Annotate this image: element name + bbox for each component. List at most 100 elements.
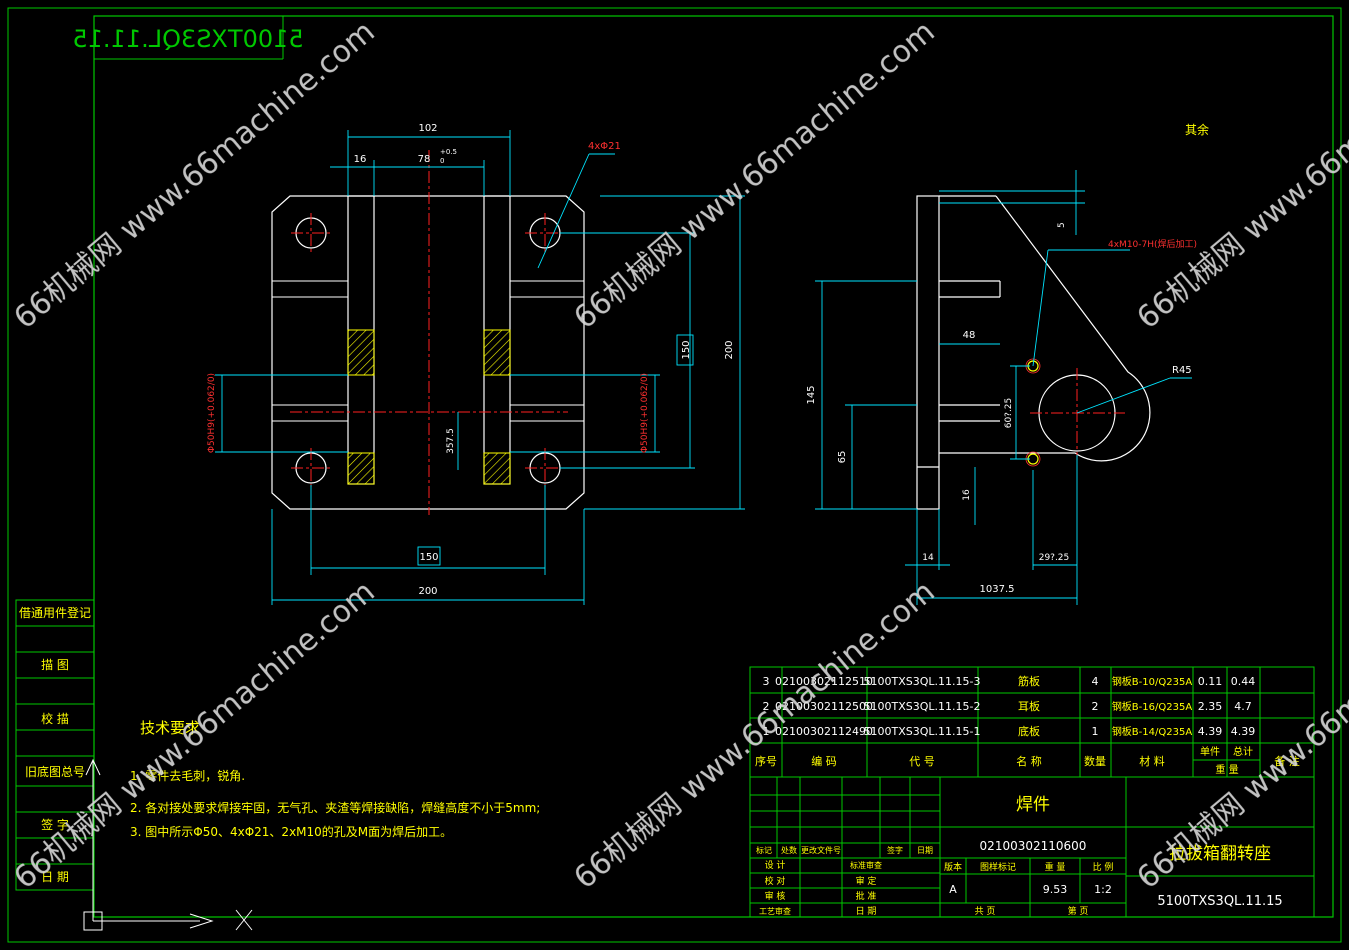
stage-label-3: 比 例: [1093, 861, 1114, 873]
side-dim-65: 65: [837, 451, 848, 464]
stage-label-2: 重 量: [1045, 861, 1066, 873]
title-block: [749, 776, 1315, 918]
svg-text:钢板B-16/Q235A: 钢板B-16/Q235A: [1112, 700, 1193, 713]
dim-bore-left: Φ50H9(+0.062/0): [207, 373, 217, 453]
side-dim-145: 145: [806, 385, 817, 404]
sheet-border: [7, 7, 1342, 943]
svg-text:0.11: 0.11: [1198, 675, 1223, 688]
scale-value: 1:2: [1094, 883, 1112, 896]
sheet-no: 第 页: [1068, 905, 1089, 917]
svg-text:1: 1: [763, 725, 770, 738]
rev-label-2: 更改文件号: [801, 845, 841, 855]
part-name: 拉拔箱翻转座: [1169, 844, 1271, 864]
role2-label-1: 审 定: [856, 875, 877, 887]
svg-text:筋板: 筋板: [1018, 674, 1040, 688]
svg-text:5100TXS3QL.11.15-1: 5100TXS3QL.11.15-1: [864, 725, 981, 738]
mirrored-code: 5100TXS3QL.11.15: [72, 25, 303, 53]
svg-text:材 料: 材 料: [1139, 754, 1165, 768]
watermark-1: 66机械网 www.66machine.com: [8, 14, 382, 336]
svg-text:5100TXS3QL.11.15-2: 5100TXS3QL.11.15-2: [864, 700, 981, 713]
dim-102: 102: [418, 123, 437, 134]
svg-text:钢板B-10/Q235A: 钢板B-10/Q235A: [1112, 675, 1193, 688]
rev-label-0: 标记: [756, 845, 772, 855]
role-label-1: 校 对: [765, 875, 786, 887]
stage-label-0: 版本: [944, 861, 962, 873]
rev-label-4: 日期: [917, 846, 933, 855]
ucs-icon: [83, 758, 253, 931]
stage-value: A: [949, 883, 957, 896]
side-dim-29725: 29?.25: [1039, 553, 1070, 563]
svg-text:0.44: 0.44: [1231, 675, 1256, 688]
svg-text:编 码: 编 码: [811, 754, 837, 768]
svg-text:序号: 序号: [755, 754, 777, 768]
rev-label-3: 签字: [887, 845, 903, 855]
side-dim-r45: R45: [1172, 365, 1192, 376]
svg-text:总计: 总计: [1233, 745, 1253, 758]
svg-text:备 注: 备 注: [1274, 754, 1300, 768]
dim-bore-right: Φ50H9(+0.062/0): [640, 373, 650, 453]
svg-text:名 称: 名 称: [1016, 754, 1042, 768]
role2-label-2: 批 准: [856, 890, 877, 902]
svg-text:钢板B-14/Q235A: 钢板B-14/Q235A: [1112, 725, 1193, 738]
sheet-total: 共 页: [975, 906, 996, 917]
left-col-5: 日 期: [41, 870, 69, 884]
bom-rows: 3 02100302112510 5100TXS3QL.11.15-3 筋板 4…: [755, 674, 1300, 776]
side-dim-14: 14: [922, 553, 934, 563]
dim-78-tol: +0.5: [440, 148, 457, 156]
dim-200v: 200: [724, 340, 735, 359]
dim-150h: 150: [419, 552, 438, 563]
side-dim-text: 5 4xM10-7H(焊后加工) 48 145 65 60?.25 16 R45…: [806, 222, 1197, 595]
title-block-text: 焊件 02100302110600 拉拔箱翻转座 5100TXS3QL.11.1…: [756, 795, 1283, 917]
part-code: 02100302110600: [980, 839, 1087, 853]
svg-text:2: 2: [763, 700, 770, 713]
left-col-0: 借通用件登记: [19, 605, 91, 620]
svg-text:2.35: 2.35: [1198, 700, 1223, 713]
front-dim-text: 102 16 78 +0.5 0 4xΦ21 150 200 Φ50H9(+0.…: [207, 123, 735, 597]
svg-text:4: 4: [1092, 675, 1099, 688]
dim-150v: 150: [681, 340, 692, 359]
left-col-4: 签 字: [41, 817, 69, 832]
svg-text:4.7: 4.7: [1234, 700, 1252, 713]
side-center-lines: [1030, 368, 1125, 460]
watermark-3: 66机械网 www.66machine.com: [1131, 14, 1349, 336]
remaining-roughness: 其余: [1185, 122, 1209, 137]
svg-text:数量: 数量: [1084, 755, 1106, 768]
technical-requirements: 技术要求 1. 零件去毛刺，锐角. 2. 各对接处要求焊接牢固，无气孔、夹渣等焊…: [130, 719, 540, 839]
role2-label-3: 日 期: [856, 906, 877, 917]
svg-text:1: 1: [1092, 725, 1099, 738]
left-register-column: 借通用件登记 描 图 校 描 旧底图总号 签 字 日 期: [15, 599, 95, 891]
weight-value: 9.53: [1043, 883, 1068, 896]
dim-hole: 4xΦ21: [588, 141, 621, 152]
svg-text:02100302112490: 02100302112490: [775, 725, 873, 738]
role-label-3: 工艺审查: [759, 906, 791, 916]
svg-text:底板: 底板: [1018, 724, 1040, 738]
tech-item-0: 1. 零件去毛刺，锐角.: [130, 769, 245, 783]
side-dim-60725: 60?.25: [1004, 398, 1014, 429]
tech-title: 技术要求: [140, 719, 200, 737]
role-label-2: 审 核: [765, 890, 786, 902]
svg-text:4.39: 4.39: [1198, 725, 1223, 738]
front-view-dimensions: [215, 130, 745, 605]
front-view: [271, 150, 585, 515]
svg-text:2: 2: [1092, 700, 1099, 713]
role2-label-0: 标准审查: [850, 860, 882, 870]
rev-label-1: 处数: [781, 845, 797, 855]
svg-text:02100302112510: 02100302112510: [775, 675, 873, 688]
side-view-dimensions: [815, 170, 1192, 605]
svg-text:02100302112500: 02100302112500: [775, 700, 873, 713]
svg-text:4.39: 4.39: [1231, 725, 1256, 738]
svg-text:重 量: 重 量: [1215, 763, 1238, 776]
tech-item-2: 3. 图中所示Φ50、4xΦ21、2xM10的孔及M面为焊后加工。: [130, 824, 452, 839]
table-row: 2 02100302112500 5100TXS3QL.11.15-2 耳板 2…: [763, 699, 1252, 713]
svg-text:3: 3: [763, 675, 770, 688]
svg-text:耳板: 耳板: [1018, 699, 1040, 713]
stage-label-1: 图样标记: [980, 861, 1016, 873]
bom-table: [749, 666, 1315, 778]
table-row: 3 02100302112510 5100TXS3QL.11.15-3 筋板 4…: [763, 674, 1256, 688]
svg-text:5100TXS3QL.11.15-3: 5100TXS3QL.11.15-3: [864, 675, 981, 688]
dim-78: 78: [418, 154, 431, 165]
table-row: 1 02100302112490 5100TXS3QL.11.15-1 底板 1…: [763, 724, 1256, 738]
side-dim-thread: 4xM10-7H(焊后加工): [1108, 238, 1197, 250]
drawing-no: 5100TXS3QL.11.15: [1157, 894, 1282, 909]
